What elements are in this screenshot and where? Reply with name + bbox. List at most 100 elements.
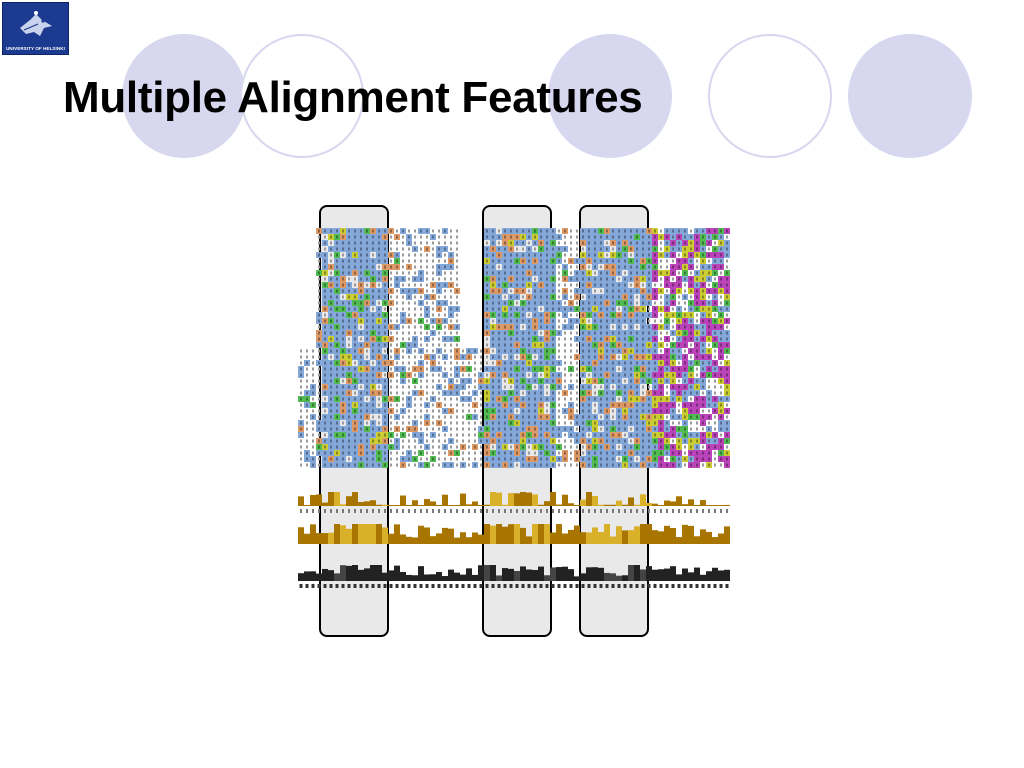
residue-glyph bbox=[402, 337, 404, 341]
residue-glyph bbox=[546, 367, 548, 371]
residue-glyph bbox=[498, 343, 500, 347]
residue-cell bbox=[382, 240, 388, 246]
residue-glyph bbox=[330, 451, 332, 455]
histogram-bar bbox=[484, 524, 490, 544]
residue-cell bbox=[616, 312, 622, 318]
residue-glyph bbox=[354, 307, 356, 311]
residue-cell bbox=[322, 282, 328, 288]
residue-cell bbox=[358, 462, 364, 468]
residue-cell bbox=[634, 366, 640, 372]
residue-cell bbox=[370, 348, 376, 354]
residue-glyph bbox=[678, 457, 680, 461]
residue-glyph bbox=[594, 283, 596, 287]
residue-glyph bbox=[588, 247, 590, 251]
residue-glyph bbox=[630, 277, 632, 281]
residue-cell bbox=[574, 258, 580, 264]
residue-glyph bbox=[588, 457, 590, 461]
residue-cell bbox=[322, 450, 328, 456]
residue-glyph bbox=[432, 241, 434, 245]
residue-cell bbox=[424, 228, 430, 234]
residue-glyph bbox=[504, 445, 506, 449]
residue-glyph bbox=[618, 373, 620, 377]
residue-cell bbox=[706, 252, 712, 258]
residue-glyph bbox=[366, 415, 368, 419]
residue-glyph bbox=[606, 451, 608, 455]
residue-cell bbox=[340, 372, 346, 378]
residue-glyph bbox=[582, 439, 584, 443]
residue-glyph bbox=[630, 301, 632, 305]
residue-cell bbox=[490, 270, 496, 276]
residue-glyph bbox=[516, 451, 518, 455]
residue-cell bbox=[544, 462, 550, 468]
residue-glyph bbox=[414, 355, 416, 359]
residue-cell bbox=[364, 432, 370, 438]
residue-cell bbox=[616, 384, 622, 390]
residue-cell bbox=[370, 234, 376, 240]
residue-cell bbox=[478, 426, 484, 432]
residue-cell bbox=[724, 246, 730, 252]
residue-cell bbox=[346, 246, 352, 252]
residue-glyph bbox=[336, 409, 338, 413]
residue-cell bbox=[640, 228, 646, 234]
residue-cell bbox=[424, 294, 430, 300]
residue-glyph bbox=[714, 331, 716, 335]
residue-glyph bbox=[672, 349, 674, 353]
histogram-bar bbox=[382, 504, 388, 506]
residue-glyph bbox=[468, 349, 470, 353]
residue-glyph bbox=[492, 415, 494, 419]
residue-cell bbox=[532, 444, 538, 450]
residue-glyph bbox=[726, 229, 728, 233]
residue-cell bbox=[652, 366, 658, 372]
residue-glyph bbox=[726, 301, 728, 305]
residue-glyph bbox=[558, 265, 560, 269]
residue-glyph bbox=[588, 427, 590, 431]
residue-glyph bbox=[558, 397, 560, 401]
residue-cell bbox=[496, 384, 502, 390]
histogram-bar bbox=[610, 504, 616, 506]
residue-cell bbox=[700, 348, 706, 354]
residue-glyph bbox=[648, 451, 650, 455]
residue-cell bbox=[622, 438, 628, 444]
residue-glyph bbox=[672, 289, 674, 293]
residue-glyph bbox=[726, 427, 728, 431]
residue-cell bbox=[388, 432, 394, 438]
residue-cell bbox=[358, 234, 364, 240]
residue-glyph bbox=[444, 295, 446, 299]
residue-cell bbox=[610, 282, 616, 288]
residue-cell bbox=[682, 456, 688, 462]
decor-circle-1 bbox=[122, 34, 246, 158]
residue-glyph bbox=[486, 337, 488, 341]
residue-cell bbox=[718, 450, 724, 456]
residue-cell bbox=[676, 288, 682, 294]
residue-cell bbox=[508, 378, 514, 384]
residue-cell bbox=[412, 420, 418, 426]
residue-glyph bbox=[582, 271, 584, 275]
residue-cell bbox=[712, 234, 718, 240]
residue-glyph bbox=[438, 313, 440, 317]
residue-cell bbox=[670, 234, 676, 240]
residue-glyph bbox=[336, 289, 338, 293]
residue-cell bbox=[634, 378, 640, 384]
residue-glyph bbox=[420, 283, 422, 287]
residue-glyph bbox=[678, 271, 680, 275]
residue-glyph bbox=[402, 307, 404, 311]
residue-glyph bbox=[438, 367, 440, 371]
residue-cell bbox=[610, 288, 616, 294]
residue-cell bbox=[436, 288, 442, 294]
residue-glyph bbox=[408, 421, 410, 425]
residue-cell bbox=[652, 438, 658, 444]
residue-cell bbox=[550, 366, 556, 372]
residue-glyph bbox=[510, 283, 512, 287]
residue-cell bbox=[706, 432, 712, 438]
residue-glyph bbox=[714, 235, 716, 239]
residue-cell bbox=[436, 264, 442, 270]
residue-cell bbox=[376, 432, 382, 438]
residue-glyph bbox=[528, 337, 530, 341]
residue-glyph bbox=[492, 409, 494, 413]
histogram-bar bbox=[388, 570, 394, 581]
residue-cell bbox=[394, 396, 400, 402]
residue-glyph bbox=[480, 463, 482, 467]
residue-glyph bbox=[666, 265, 668, 269]
residue-glyph bbox=[432, 325, 434, 329]
residue-glyph bbox=[630, 271, 632, 275]
